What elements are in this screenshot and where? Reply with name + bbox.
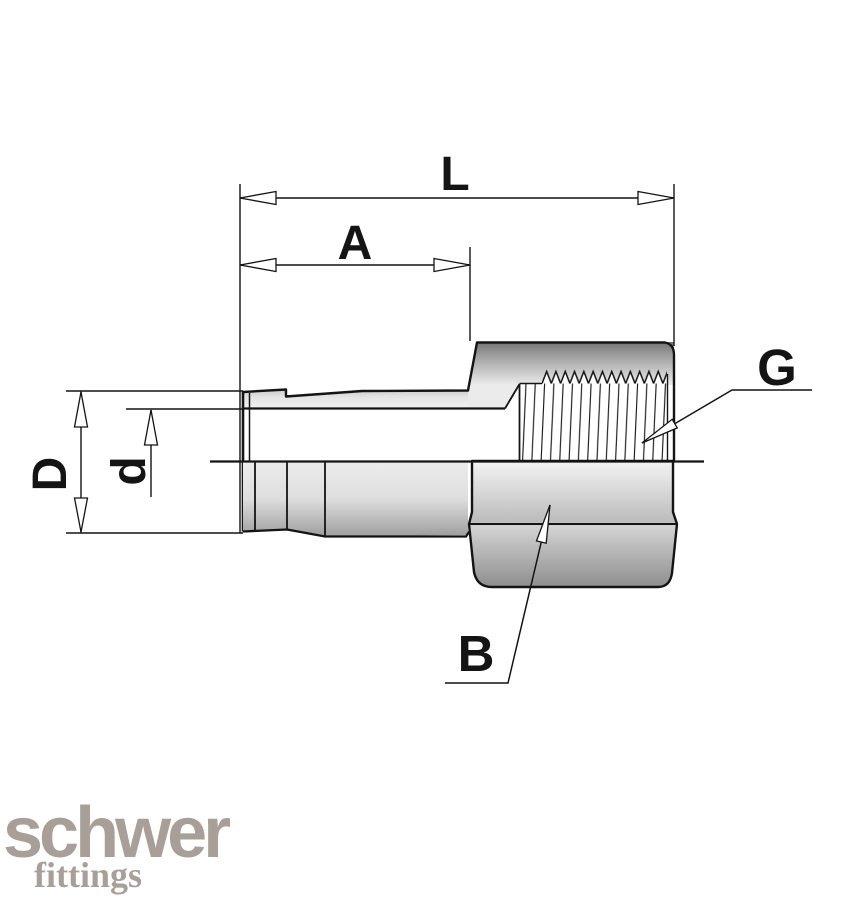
cylinder-exterior — [243, 461, 468, 537]
label-B-leader — [445, 504, 551, 684]
dimension-D — [66, 390, 243, 534]
thread-section — [504, 368, 669, 461]
dim-label-D: D — [24, 457, 77, 492]
dim-label-B: B — [458, 625, 495, 682]
part-outline — [241, 341, 679, 589]
dim-label-d: d — [103, 456, 156, 485]
brand-logo: schwer fittings — [3, 793, 263, 893]
tube-wall-section — [243, 389, 468, 408]
brand-logo-wordmark: schwer — [3, 793, 231, 873]
dim-label-L: L — [440, 148, 469, 201]
dimension-L — [239, 184, 675, 533]
brand-logo-subtitle: fittings — [34, 855, 142, 895]
dimension-A — [239, 247, 471, 341]
dim-label-A: A — [338, 217, 373, 270]
dim-label-G: G — [757, 339, 797, 396]
label-G-leader — [641, 389, 812, 444]
dimension-d — [126, 408, 243, 497]
upper-outline — [242, 341, 676, 461]
